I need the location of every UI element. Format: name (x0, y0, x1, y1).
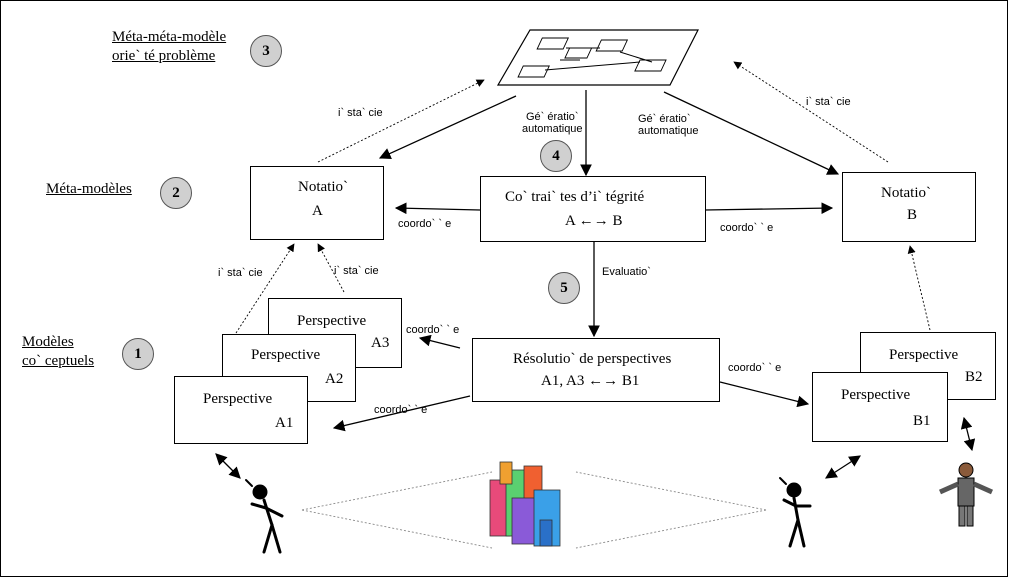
dotted-link-c (575, 471, 767, 511)
step-badge-3: 3 (250, 35, 282, 67)
notation-b-box: Notatio` B (842, 172, 976, 242)
label-instancie-top-left: i` sta` cie (338, 107, 383, 119)
arrow-meta-to-notation-b (663, 91, 840, 175)
level-label-meta: Méta-modèles (46, 181, 132, 197)
dotted-a2-to-notation-a (235, 243, 295, 334)
label-instancie-a3: i` sta` cie (334, 265, 379, 277)
arrow-constraints-to-notation-a (394, 202, 481, 215)
notation-a-box: Notatio` A (250, 166, 384, 240)
stakeholder-figure-left-icon (245, 479, 284, 554)
step-badge-2: 2 (160, 177, 192, 209)
city-buildings-icon (489, 461, 561, 547)
label-coordonne-notation-a: coordo` ` e (398, 218, 452, 230)
dotted-link-a (301, 471, 493, 511)
step-badge-5: 5 (548, 272, 580, 304)
perspective-a1-box: Perspective A1 (174, 376, 308, 444)
label-coordonne-b1: coordo` ` e (728, 362, 782, 374)
dotted-a3-to-notation-a (317, 243, 345, 293)
dotted-link-d (575, 509, 767, 549)
dotted-b2-to-notation-b (907, 245, 931, 331)
arrow-stakeholder3-b1 (960, 416, 976, 452)
dotted-notation-a-to-meta (317, 79, 485, 163)
step-badge-1: 1 (122, 338, 154, 370)
step-badge-4: 4 (540, 140, 572, 172)
arrow-resolution-to-b1 (719, 381, 810, 408)
label-coordonne-a1: coordo` ` e (374, 404, 428, 416)
label-evaluation: Evaluatio` (602, 266, 651, 278)
dotted-link-b (301, 509, 493, 549)
label-generation-left: Gé` ératio` automatique (522, 111, 583, 135)
arrow-stakeholder1-a1 (215, 453, 241, 479)
dotted-notation-b-to-meta (733, 61, 889, 163)
perspective-b1-box: Perspective B1 (812, 372, 948, 442)
arrow-stakeholder2-b1 (825, 455, 861, 479)
arrow-resolution-to-a3 (418, 334, 461, 349)
arrow-meta-to-notation-a (378, 95, 517, 159)
label-generation-right: Gé` ératio` automatique (638, 113, 699, 137)
businessman-figure-icon (938, 462, 994, 527)
perspective-resolution-box: Résolutio` de perspectives A1, A3 ←→ B1 (472, 338, 720, 402)
level-label-models: Modèles co` ceptuels (22, 334, 95, 369)
arrow-constraints-to-notation-b (704, 202, 834, 215)
arrow-resolution-to-a1 (332, 395, 471, 432)
level-label-meta-meta: Méta-méta-modèle orie` té problème (112, 29, 227, 64)
label-instancie-top-right: i` sta` cie (806, 96, 851, 108)
label-coordonne-a3: coordo` ` e (406, 324, 460, 336)
meta-meta-model-sheet-icon (496, 29, 699, 86)
stakeholder-figure-right-icon (779, 477, 812, 548)
label-instancie-a2: i` sta` cie (218, 267, 263, 279)
label-coordonne-notation-b: coordo` ` e (720, 222, 774, 234)
integrity-constraints-box: Co` trai` tes d’i` tégrité A ←→ B (480, 176, 706, 242)
